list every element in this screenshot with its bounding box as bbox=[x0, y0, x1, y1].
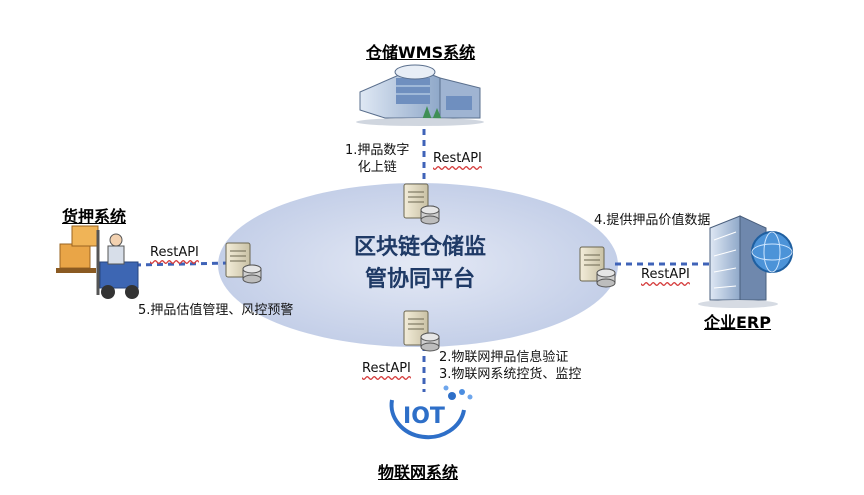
connector-pledge bbox=[134, 261, 231, 267]
erp-desc: 4.提供押品价值数据 bbox=[594, 213, 711, 228]
iot-desc-line1: 2.物联网押品信息验证 bbox=[439, 350, 569, 365]
erp-title: 企业ERP bbox=[704, 313, 771, 332]
iot-desc: 2.物联网押品信息验证 3.物联网系统控货、监控 bbox=[439, 349, 581, 383]
pledge-desc: 5.押品估值管理、风控预警 bbox=[138, 303, 294, 318]
iot-api-label: RestAPI bbox=[362, 361, 411, 376]
wms-desc-line1: 1.押品数字 bbox=[345, 143, 410, 158]
wms-desc: 1.押品数字 化上链 bbox=[345, 142, 409, 176]
pledge-api-label: RestAPI bbox=[150, 245, 199, 260]
platform-title: 区块链仓储监 管协同平台 bbox=[330, 232, 510, 296]
office-building-globe-icon bbox=[698, 215, 793, 308]
pledge-title: 货押系统 bbox=[62, 207, 127, 226]
platform-ellipse bbox=[218, 183, 618, 347]
iot-desc-line2: 3.物联网系统控货、监控 bbox=[439, 367, 582, 382]
wms-desc-line2: 化上链 bbox=[357, 160, 397, 175]
wms-api-label: RestAPI bbox=[433, 151, 482, 166]
erp-api-label: RestAPI bbox=[641, 267, 690, 282]
wms-title: 仓储WMS系统 bbox=[366, 43, 476, 62]
iot-logo-icon: IOT bbox=[389, 385, 473, 440]
platform-title-line2: 管协同平台 bbox=[364, 267, 475, 292]
warehouse-building-icon bbox=[356, 64, 484, 126]
platform-title-line1: 区块链仓储监 bbox=[353, 235, 486, 260]
iot-logo-text: IOT bbox=[403, 404, 445, 429]
forklift-boxes-icon bbox=[56, 225, 139, 299]
iot-title: 物联网系统 bbox=[378, 463, 459, 482]
